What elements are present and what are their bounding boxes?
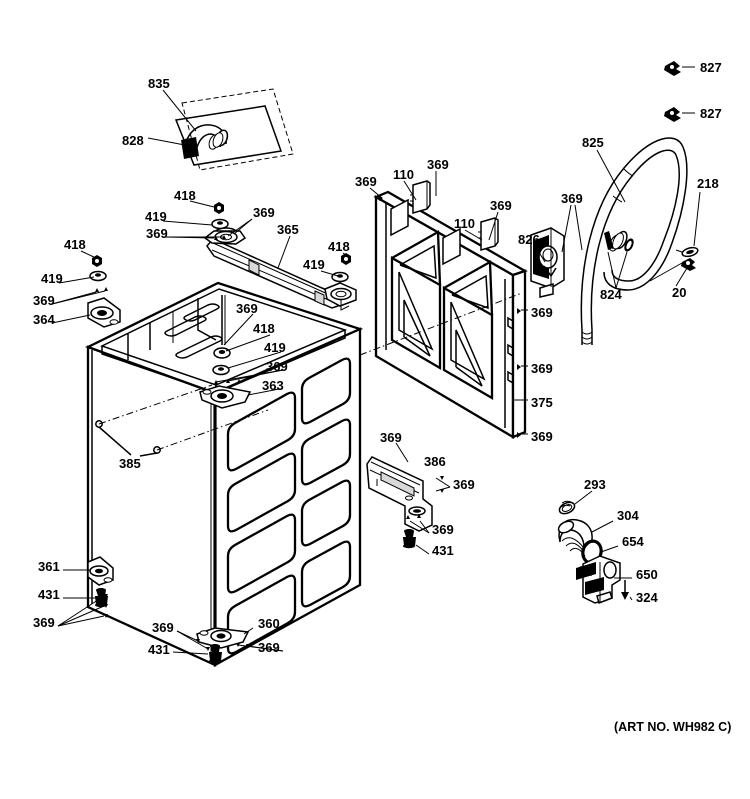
callout-20: 20	[672, 285, 686, 300]
callout-369-m: 369	[380, 430, 402, 445]
callout-369-b: 369	[355, 174, 377, 189]
screw-markers-panel	[379, 196, 521, 438]
callout-369-d: 369	[561, 191, 583, 206]
callout-369-e: 369	[531, 305, 553, 320]
callout-369-h: 369	[146, 226, 168, 241]
callout-824: 824	[600, 287, 622, 302]
callout-369-r: 369	[258, 640, 280, 655]
callout-369-o: 369	[432, 522, 454, 537]
callout-418-c: 418	[64, 237, 86, 252]
callout-827-lower: 827	[700, 106, 722, 121]
callout-304: 304	[617, 508, 639, 523]
callout-369-j: 369	[33, 293, 55, 308]
callout-419-a: 419	[145, 209, 167, 224]
fastener-stack-b	[331, 253, 351, 283]
hose-retainer-218	[675, 246, 699, 258]
callout-369-q: 369	[152, 620, 174, 635]
callout-431-c: 431	[148, 642, 170, 657]
callout-419-c: 419	[41, 271, 63, 286]
leveling-leg-431-front	[209, 644, 222, 664]
leader-lines	[51, 66, 701, 655]
callout-369-c: 369	[490, 198, 512, 213]
callout-386: 386	[424, 454, 446, 469]
rear-support-panel-375	[359, 190, 528, 440]
cross-brace-365	[203, 227, 357, 311]
drain-pump-assembly	[557, 500, 629, 604]
foot-bracket-360	[196, 627, 250, 649]
callout-293: 293	[584, 477, 606, 492]
plug-110-upper	[410, 180, 431, 214]
callout-650: 650	[636, 567, 658, 582]
fastener-stack-a	[211, 202, 229, 240]
art-number: (ART NO. WH982 C)	[614, 720, 731, 734]
callout-364: 364	[33, 312, 55, 327]
callout-385: 385	[119, 456, 141, 471]
leader-385	[98, 384, 269, 457]
callout-369-n: 369	[453, 477, 475, 492]
pump-650	[576, 555, 621, 604]
callout-365: 365	[277, 222, 299, 237]
hose-clip-20	[649, 258, 696, 282]
callout-labels: 835 828 827 827 825 218 824 20 826 110 1…	[33, 60, 722, 657]
callout-835: 835	[148, 76, 170, 91]
callout-827-upper: 827	[700, 60, 722, 75]
callout-419-b: 419	[303, 257, 325, 272]
callout-363: 363	[262, 378, 284, 393]
drain-hose-825	[580, 61, 699, 345]
callout-431-b: 431	[38, 587, 60, 602]
leveling-leg-431-brace	[403, 529, 416, 549]
callout-418-b: 418	[328, 239, 350, 254]
callout-418-d: 418	[253, 321, 275, 336]
callout-431-a: 431	[432, 543, 454, 558]
callout-369-g: 369	[531, 429, 553, 444]
callout-218: 218	[697, 176, 719, 191]
bracket-826	[530, 227, 565, 298]
clamp-293	[558, 500, 576, 515]
callout-826: 826	[518, 232, 540, 247]
washer-outer-cabinet	[85, 281, 364, 667]
callout-110-lower: 110	[454, 216, 475, 231]
callout-369-p: 369	[33, 615, 55, 630]
callout-369-a: 369	[427, 157, 449, 172]
diagonal-brace-386	[366, 456, 444, 549]
callout-361: 361	[38, 559, 60, 574]
callout-369-l: 369	[266, 359, 288, 374]
hose-clip-827-upper	[664, 61, 681, 76]
pump-hose-304	[557, 518, 593, 557]
callout-418-a: 418	[174, 188, 196, 203]
callout-110-upper: 110	[393, 167, 414, 182]
callout-654: 654	[622, 534, 644, 549]
callout-369-i: 369	[253, 205, 275, 220]
callout-369-f: 369	[531, 361, 553, 376]
callout-375: 375	[531, 395, 553, 410]
callout-828: 828	[122, 133, 144, 148]
callout-324: 324	[636, 590, 658, 605]
callout-825: 825	[582, 135, 604, 150]
callout-369-k: 369	[236, 301, 258, 316]
foot-bracket-361	[87, 556, 114, 586]
hose-cuff-824	[604, 230, 634, 252]
callout-419-d: 419	[264, 340, 286, 355]
callout-360: 360	[258, 616, 280, 631]
hose-clip-827-lower	[664, 107, 681, 122]
detail-inset-hose-elbow	[174, 88, 294, 171]
fastener-stack-d	[199, 295, 252, 409]
